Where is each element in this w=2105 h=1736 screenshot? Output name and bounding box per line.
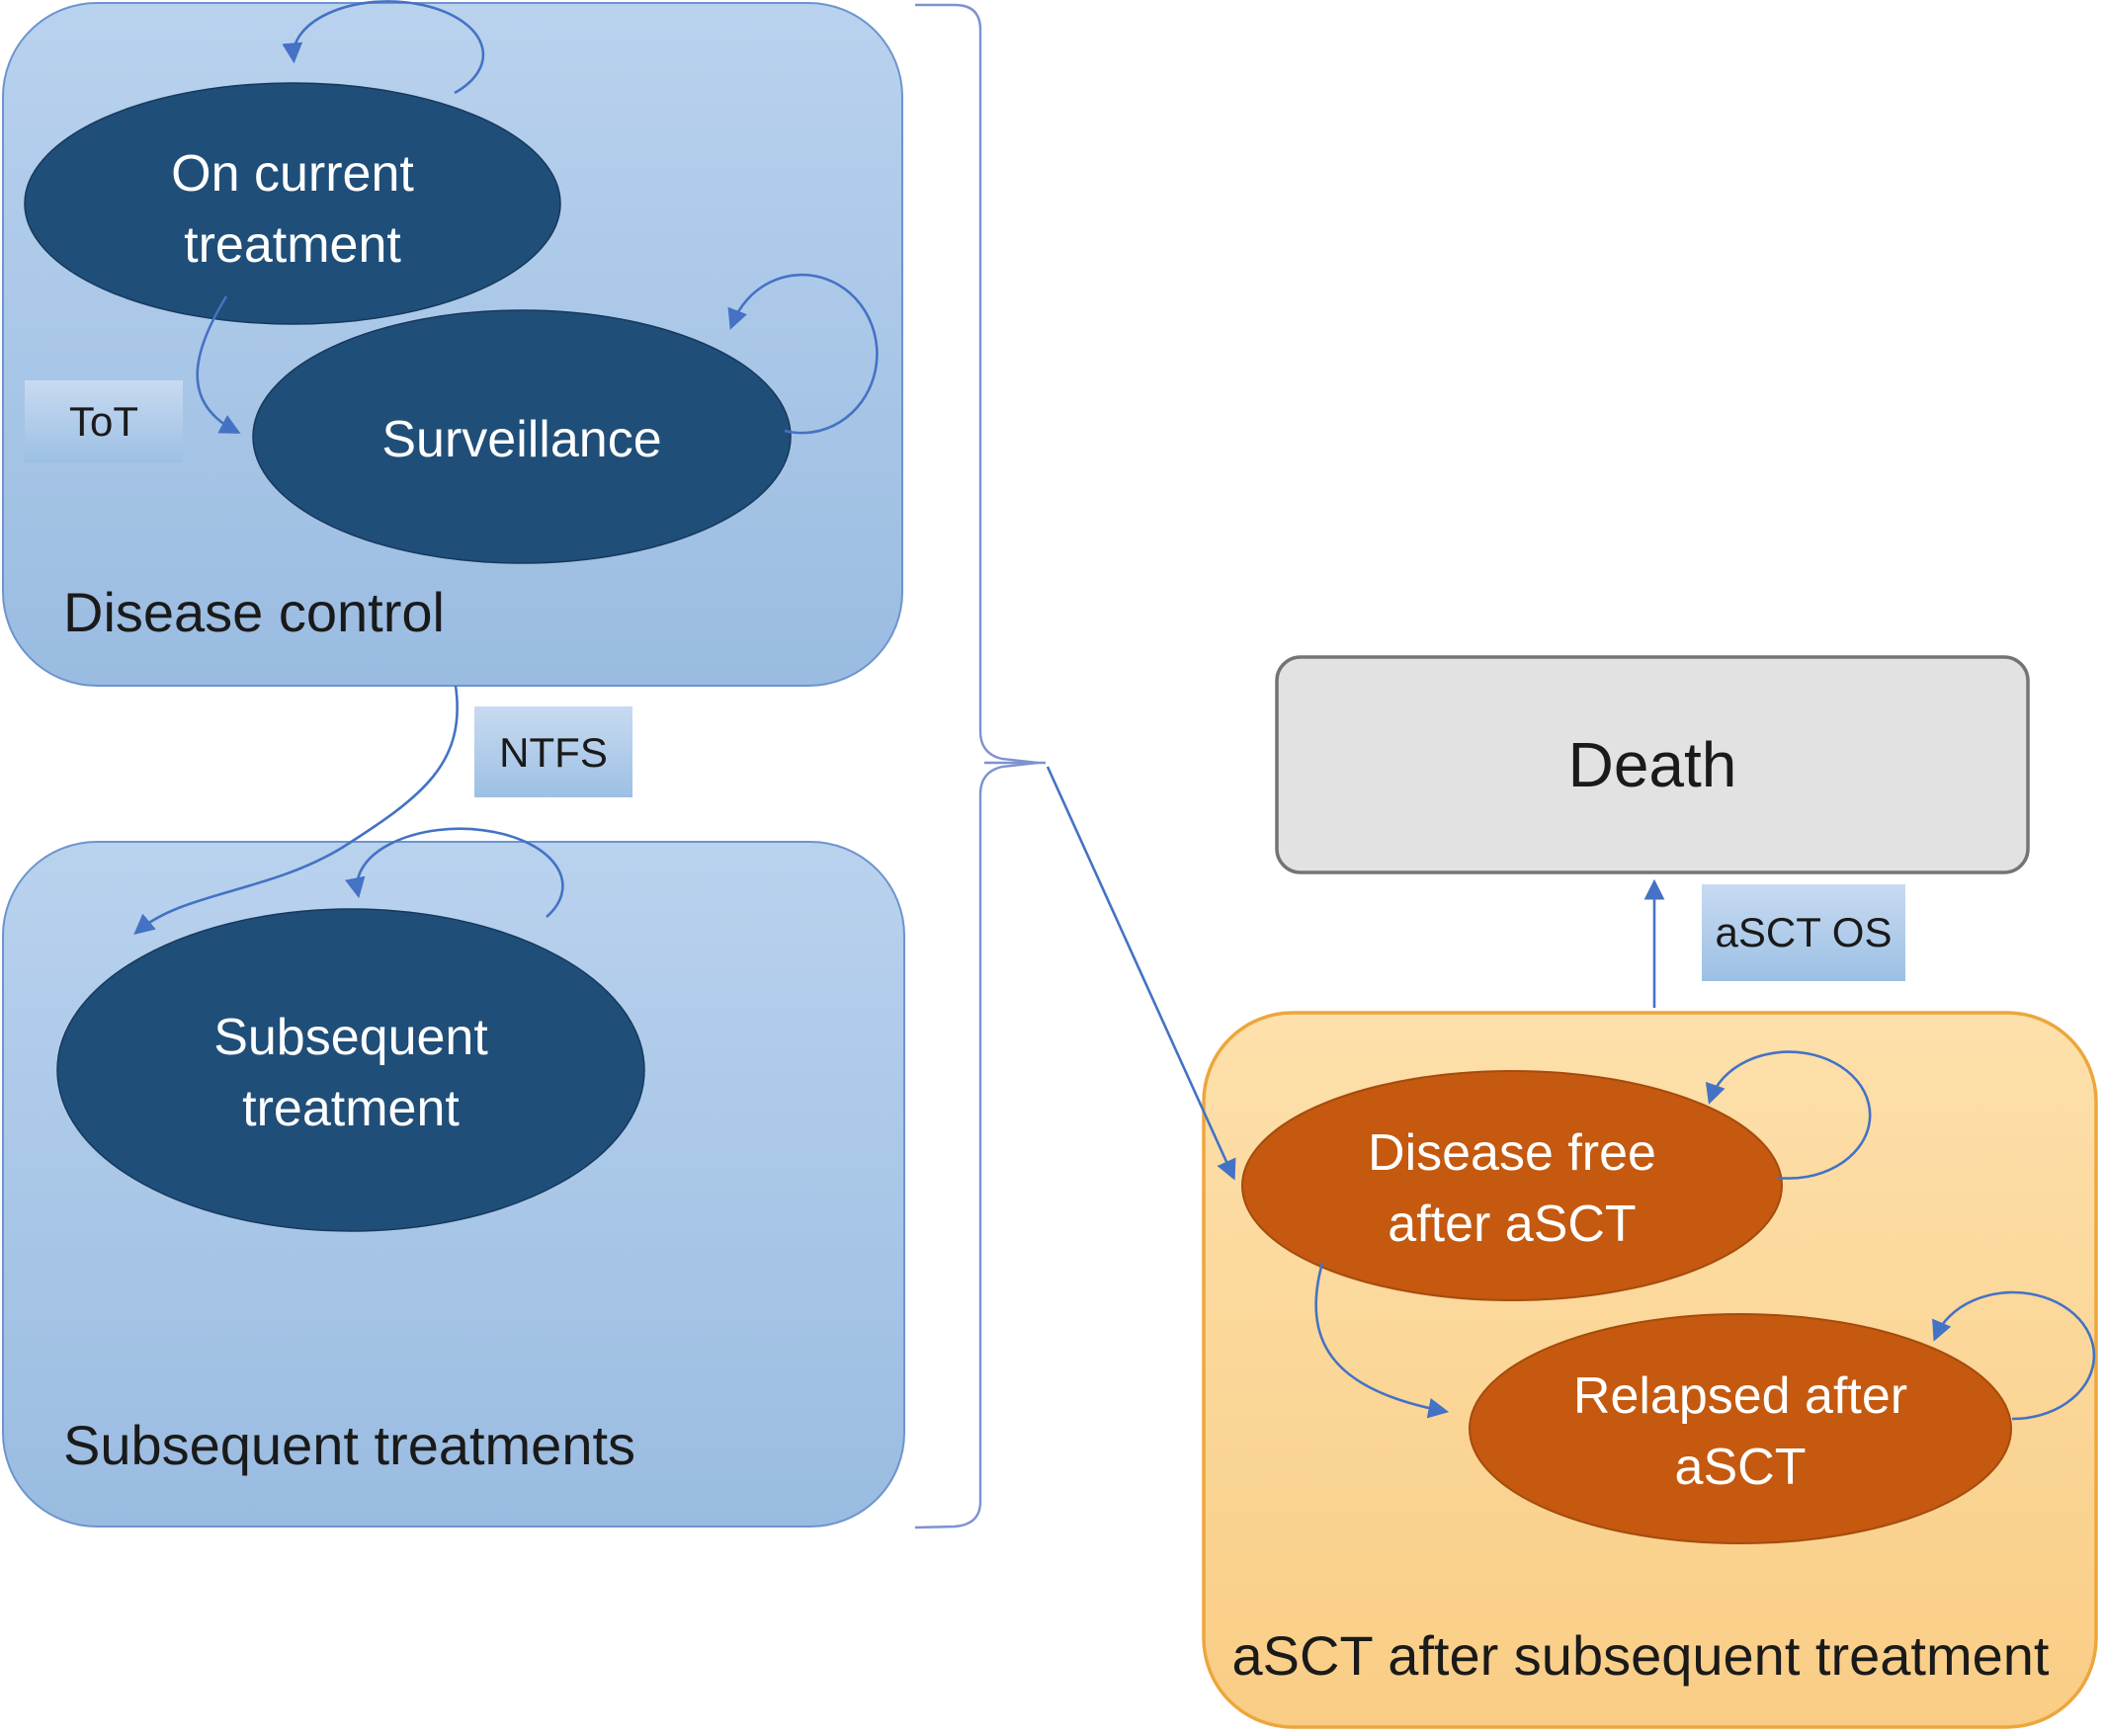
ntfs-label: NTFS [499, 729, 608, 776]
to-asct-transition-arrow [1046, 766, 1236, 1181]
subsequent-treatments-group-label: Subsequent treatments [63, 1414, 635, 1476]
ntfs-transition-arrow [133, 685, 459, 936]
on-current-treatment-label-line2: treatment [184, 216, 401, 274]
surveillance-label: Surveillance [381, 411, 661, 468]
tot-transition-arrow [196, 295, 241, 434]
relapsed-after-asct-state [1469, 1313, 2012, 1544]
tot-label: ToT [69, 398, 138, 445]
disease-free-after-asct-state [1241, 1070, 1783, 1301]
asct-os-label-box [1702, 884, 1905, 981]
disease-free-label-line2: after aSCT [1388, 1196, 1636, 1253]
relapsed-self-loop-arrow [1932, 1290, 2096, 1421]
death-label: Death [1568, 729, 1737, 800]
subsequent-treatment-label-line2: treatment [242, 1080, 460, 1137]
subsequent-self-loop-arrow [345, 827, 564, 918]
surveillance-self-loop-arrow [727, 273, 879, 435]
asct-os-label: aSCT OS [1716, 909, 1893, 955]
asct-group-label: aSCT after subsequent treatment [1232, 1624, 2050, 1687]
on-current-treatment-label-line1: On current [171, 145, 414, 203]
on-current-self-loop-arrow [282, 0, 485, 95]
subsequent-treatment-state [56, 908, 645, 1232]
surveillance-state [252, 309, 792, 564]
disease-free-self-loop-arrow [1705, 1050, 1872, 1180]
death-state-box [1275, 655, 2030, 874]
on-current-treatment-state [24, 82, 561, 325]
disease-free-to-relapsed-arrow [1314, 1262, 1450, 1419]
tot-label-box [25, 380, 183, 462]
ntfs-label-box [474, 706, 632, 797]
right-brace [914, 3, 1039, 1529]
disease-free-label-line1: Disease free [1368, 1124, 1656, 1182]
relapsed-label-line2: aSCT [1675, 1439, 1807, 1496]
subsequent-treatment-label-line1: Subsequent [213, 1009, 488, 1066]
disease-control-group-label: Disease control [63, 581, 445, 643]
relapsed-label-line1: Relapsed after [1573, 1367, 1907, 1425]
